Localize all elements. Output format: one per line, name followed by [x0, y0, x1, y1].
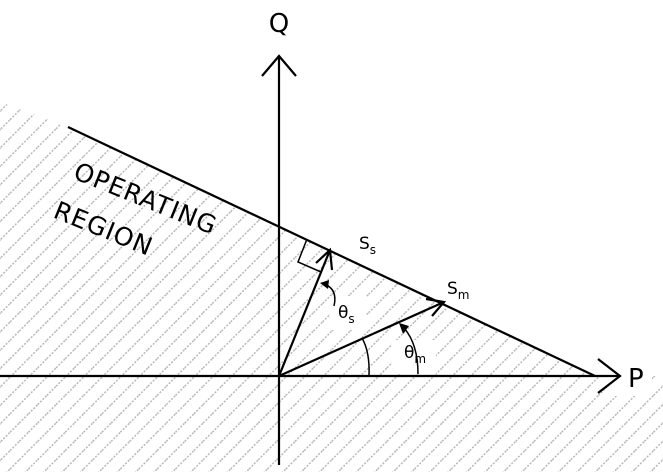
right-angle-marker — [297, 238, 322, 273]
vector-s-s-arrowhead — [315, 247, 334, 271]
s-s-label: Ss — [359, 234, 376, 257]
theta-s-label: θs — [338, 303, 355, 326]
s-m-label: Sm — [447, 279, 470, 302]
vector-s-s — [277, 249, 332, 377]
theta-m-arc — [361, 337, 370, 377]
theta-m-arrow-arc — [403, 327, 419, 375]
theta-m-arrowhead — [399, 323, 409, 334]
operating-limit-line — [67, 126, 596, 377]
p-axis-label: P — [628, 364, 644, 394]
vector-s-m-arrowhead — [425, 297, 447, 317]
q-axis-label: Q — [269, 9, 289, 39]
p-axis-arrowhead — [597, 358, 622, 394]
operating-region-hatch — [0, 102, 663, 472]
q-axis-arrowhead — [261, 54, 297, 77]
theta-m-label: θm — [404, 343, 426, 366]
theta-s-arrowhead — [320, 280, 329, 289]
vector-s-m — [278, 300, 445, 378]
